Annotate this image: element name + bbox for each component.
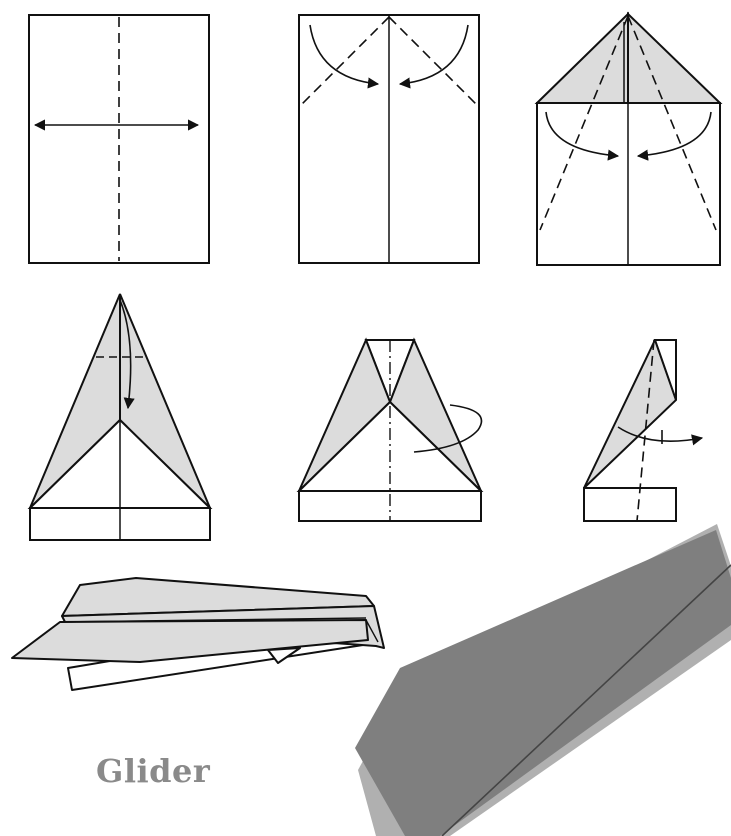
step-2-panel bbox=[299, 15, 479, 263]
diagram-caption: Glider bbox=[96, 752, 210, 790]
finished-glider-illustration bbox=[12, 578, 384, 690]
step-6-panel bbox=[584, 340, 702, 521]
step-4-panel bbox=[30, 294, 210, 540]
glider-photo bbox=[355, 524, 731, 836]
step-5-panel bbox=[299, 340, 482, 521]
step-3-panel bbox=[537, 14, 720, 265]
step-1-panel bbox=[29, 15, 209, 263]
